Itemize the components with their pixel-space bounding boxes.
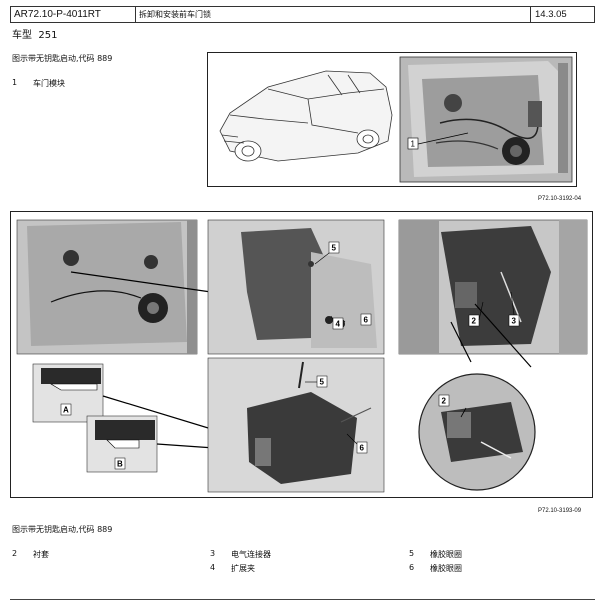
callout-6-lower: 6	[360, 444, 365, 453]
door-lock-photo-lower	[207, 357, 385, 493]
callout-6-upper: 6	[364, 316, 369, 325]
doc-title: 拆卸和安装前车门锁	[136, 7, 531, 22]
model-line: 车型 251	[12, 26, 57, 41]
callout-a: A	[63, 406, 69, 415]
bushing-detail-photo	[418, 373, 536, 491]
callout-2-upper: 2	[472, 317, 477, 326]
door-lock-photo-upper	[207, 219, 385, 355]
door-module-photo	[399, 56, 573, 183]
callout-2-lower: 2	[442, 397, 447, 406]
figure-1-illustration: 1	[219, 56, 573, 183]
document-header: AR72.10-P-4011RT 拆卸和安装前车门锁 14.3.05	[10, 6, 595, 23]
section1-caption: 图示带无钥匙启动,代码 889	[12, 54, 113, 63]
callout-b: B	[117, 460, 123, 469]
section2-legend-num-5: 5	[409, 549, 415, 558]
doc-code: AR72.10-P-4011RT	[11, 7, 136, 22]
figure-1-frame: 1	[207, 52, 577, 187]
section2-legend-num-4: 4	[210, 563, 216, 572]
detail-b-photo	[86, 415, 158, 473]
door-interior-photo	[16, 219, 198, 355]
section2-legend-text-6: 橡胶眼圈	[430, 564, 462, 573]
callout-1: 1	[411, 140, 416, 149]
section2-legend-text-5: 橡胶眼圈	[430, 550, 462, 559]
model-value: 251	[38, 30, 58, 41]
doc-date: 14.3.05	[535, 9, 567, 20]
figure-2-frame: 5 4 6 2 3 A	[10, 211, 593, 498]
section2-legend-text-4: 扩展夹	[231, 564, 255, 573]
section2-legend-num-6: 6	[409, 563, 415, 572]
section2-legend-num-2: 2	[12, 549, 18, 558]
section2-caption: 图示带无钥匙启动,代码 889	[12, 525, 113, 534]
callout-3: 3	[512, 317, 517, 326]
section1-legend-text-1: 车门模块	[33, 79, 65, 88]
section2-legend-text-3: 电气连接器	[231, 550, 271, 559]
callout-5-lower: 5	[320, 378, 325, 387]
callout-5-upper: 5	[332, 244, 337, 253]
bottom-divider	[10, 599, 595, 600]
section1-legend-num-1: 1	[12, 78, 18, 87]
callout-4: 4	[336, 320, 341, 329]
figure-2-illustration: 5 4 6 2 3 A	[16, 219, 588, 493]
section2-legend-text-2: 衬套	[33, 550, 49, 559]
figure-1-ref: P72.10-3192-04	[538, 196, 582, 202]
car-drawing	[219, 70, 393, 162]
door-connector-photo	[398, 219, 588, 355]
model-label: 车型	[12, 30, 32, 41]
section2-legend-num-3: 3	[210, 549, 216, 558]
figure-2-ref: P72.10-3193-09	[538, 508, 582, 514]
